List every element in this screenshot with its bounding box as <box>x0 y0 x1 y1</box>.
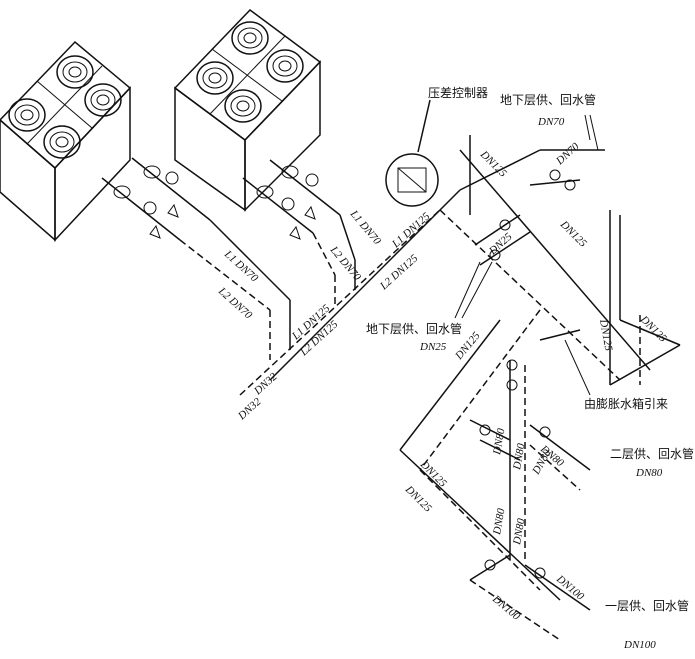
fan-icon <box>266 49 304 83</box>
fan-icon <box>43 125 81 159</box>
pipe-label: DN80 <box>511 517 528 546</box>
pipe-label: DN80 <box>491 427 508 456</box>
pressure-controller-label: 压差控制器 <box>428 86 488 100</box>
basement-top-label: 地下层供、回水管 <box>500 92 596 107</box>
basement-left-size: DN25 <box>419 341 447 353</box>
floor1-size: DN100 <box>623 639 656 651</box>
pipe-label: L2 DN125 <box>377 252 420 293</box>
pipe-label: DN125 <box>417 458 449 490</box>
fan-icon <box>231 21 269 55</box>
pipe-label: DN125 <box>557 218 589 250</box>
fan-icon <box>84 83 122 117</box>
expansion-tank-label: 由膨胀水箱引来 <box>584 396 668 411</box>
floor1-branches <box>469 554 591 641</box>
floor2-branches <box>469 419 591 491</box>
unit1-connections <box>101 157 291 311</box>
floor1-label: 一层供、回水管 <box>605 598 689 613</box>
pipe-label: DN100 <box>489 592 522 623</box>
right-riser <box>609 210 681 386</box>
pressure-controller <box>385 99 439 207</box>
fan-icon <box>56 55 94 89</box>
pipe-label: L1 DN125 <box>389 210 432 251</box>
down-run <box>399 309 581 601</box>
floor2-size: DN80 <box>635 467 663 479</box>
floor2-label: 二层供、回水管 <box>610 446 694 461</box>
basement-branch-top <box>529 114 605 191</box>
pipe-label: DN32 <box>235 395 264 423</box>
chiller-unit-left <box>0 40 132 242</box>
expansion-leader <box>564 339 591 396</box>
fan-icon <box>8 98 46 132</box>
pipe-label: L1 DN70 <box>221 248 260 285</box>
pipe-label: DN80 <box>511 442 528 471</box>
basement-left-label: 地下层供、回水管 <box>366 321 462 336</box>
basement-branch-left <box>454 214 531 319</box>
pipe-label: DN70 <box>553 140 582 168</box>
chiller-unit-right <box>173 9 322 212</box>
fan-icon <box>196 61 234 95</box>
pipe-label: L2 DN70 <box>215 285 254 322</box>
pipe-label: L1 DN70 <box>347 207 383 247</box>
main-headers <box>239 135 651 396</box>
fan-icon <box>224 89 262 123</box>
basement-top-size: DN70 <box>537 116 565 128</box>
pipe-label: L2 DN70 <box>327 243 363 283</box>
pipe-label: DN125 <box>597 317 615 352</box>
pipe-label: DN125 <box>402 483 434 515</box>
pipe-label: DN80 <box>491 507 508 536</box>
unit2-connections <box>242 159 356 276</box>
